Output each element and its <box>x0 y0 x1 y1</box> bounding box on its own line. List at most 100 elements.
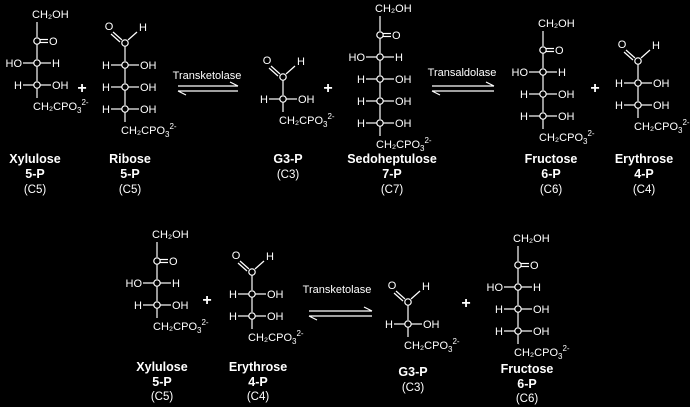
svg-text:(C3): (C3) <box>402 382 425 394</box>
svg-text:OH: OH <box>423 319 440 331</box>
svg-text:O: O <box>555 45 564 57</box>
svg-text:OH: OH <box>533 304 550 316</box>
svg-text:CH₂CPO32-: CH₂CPO32- <box>514 344 570 361</box>
svg-text:H: H <box>52 58 60 70</box>
svg-text:H: H <box>297 56 305 68</box>
svg-text:H: H <box>495 326 503 338</box>
svg-text:O: O <box>388 280 397 292</box>
svg-text:H: H <box>229 289 237 301</box>
svg-text:OH: OH <box>267 311 284 323</box>
svg-text:CH₂CPO32-: CH₂CPO32- <box>153 318 209 335</box>
svg-text:(C3): (C3) <box>277 169 300 181</box>
svg-text:OH: OH <box>395 96 412 108</box>
svg-text:(C5): (C5) <box>24 184 47 196</box>
svg-text:HO: HO <box>512 67 529 79</box>
svg-text:OH: OH <box>653 78 670 90</box>
svg-text:Transketolase: Transketolase <box>173 70 242 82</box>
svg-text:CH₂CPO32-: CH₂CPO32- <box>248 329 304 346</box>
svg-text:G3-P: G3-P <box>398 365 427 379</box>
svg-text:H: H <box>615 78 623 90</box>
svg-text:Xylulose: Xylulose <box>136 360 187 374</box>
svg-text:5-P: 5-P <box>25 167 44 181</box>
svg-text:Fructose: Fructose <box>525 152 578 166</box>
svg-text:(C6): (C6) <box>540 184 563 196</box>
svg-text:HO: HO <box>126 278 143 290</box>
svg-text:OH: OH <box>558 111 575 123</box>
transketolase-arrow-1: Transketolase <box>173 70 242 96</box>
svg-text:H: H <box>395 52 403 64</box>
fructose-label-1: Fructose 6-P (C6) <box>525 152 578 196</box>
svg-text:OH: OH <box>52 80 69 92</box>
svg-text:H: H <box>134 300 142 312</box>
svg-text:5-P: 5-P <box>152 375 171 389</box>
xylulose-label-2: Xylulose 5-P (C5) <box>136 360 187 403</box>
svg-text:H: H <box>558 67 566 79</box>
svg-text:CH₂OH: CH₂OH <box>538 18 575 30</box>
svg-text:H: H <box>520 89 528 101</box>
svg-text:H: H <box>357 118 365 130</box>
svg-text:OH: OH <box>533 326 550 338</box>
svg-text:(C4): (C4) <box>247 391 270 403</box>
svg-text:H: H <box>385 319 393 331</box>
sedoheptulose-label: Sedoheptulose 7-P (C7) <box>347 152 437 196</box>
svg-text:O: O <box>530 260 539 272</box>
svg-text:OH: OH <box>140 82 157 94</box>
svg-text:H: H <box>139 22 147 34</box>
svg-text:CH₂OH: CH₂OH <box>513 233 550 245</box>
svg-text:H: H <box>266 251 274 263</box>
svg-text:CH₂OH: CH₂OH <box>375 3 412 15</box>
svg-text:CH₂CPO32-: CH₂CPO32- <box>634 118 690 135</box>
svg-text:OH: OH <box>558 89 575 101</box>
svg-text:H: H <box>533 282 541 294</box>
svg-text:HO: HO <box>6 58 23 70</box>
svg-text:O: O <box>392 30 401 42</box>
svg-text:OH: OH <box>298 94 315 106</box>
svg-text:HO: HO <box>349 52 366 64</box>
ribose-label: Ribose 5-P (C5) <box>109 152 151 196</box>
svg-text:H: H <box>520 111 528 123</box>
svg-text:CH₂CPO32-: CH₂CPO32- <box>279 112 335 129</box>
svg-text:H: H <box>102 60 110 72</box>
svg-text:CH₂CPO32-: CH₂CPO32- <box>539 129 595 146</box>
transaldolase-arrow: Transaldolase <box>428 67 497 96</box>
svg-text:H: H <box>14 80 22 92</box>
svg-text:O: O <box>232 250 241 262</box>
svg-text:OH: OH <box>395 118 412 130</box>
svg-text:(C7): (C7) <box>381 184 404 196</box>
svg-text:O: O <box>263 55 272 67</box>
svg-text:H: H <box>229 311 237 323</box>
svg-text:CH₂CPO32-: CH₂CPO32- <box>376 136 432 153</box>
svg-text:CH₂CPO32-: CH₂CPO32- <box>404 337 460 354</box>
svg-text:Erythrose: Erythrose <box>615 152 673 166</box>
erythrose-label-1: Erythrose 4-P (C4) <box>615 152 673 196</box>
svg-text:OH: OH <box>267 289 284 301</box>
svg-text:6-P: 6-P <box>541 167 560 181</box>
erythrose-label-2: Erythrose 4-P (C4) <box>229 360 287 403</box>
svg-text:CH₂CPO32-: CH₂CPO32- <box>121 122 177 139</box>
svg-text:O: O <box>105 21 114 33</box>
g3p-label-2: G3-P (C3) <box>398 365 427 394</box>
svg-text:Xylulose: Xylulose <box>9 152 60 166</box>
svg-text:4-P: 4-P <box>634 167 653 181</box>
svg-text:Transaldolase: Transaldolase <box>428 67 497 79</box>
svg-text:O: O <box>169 256 178 268</box>
svg-text:H: H <box>172 278 180 290</box>
svg-text:(C4): (C4) <box>633 184 656 196</box>
g3p-label-1: G3-P (C3) <box>273 152 302 181</box>
svg-text:5-P: 5-P <box>120 167 139 181</box>
svg-text:6-P: 6-P <box>517 377 536 391</box>
svg-text:H: H <box>357 74 365 86</box>
svg-text:H: H <box>615 100 623 112</box>
svg-text:OH: OH <box>140 104 157 116</box>
svg-text:Transketolase: Transketolase <box>303 284 372 296</box>
